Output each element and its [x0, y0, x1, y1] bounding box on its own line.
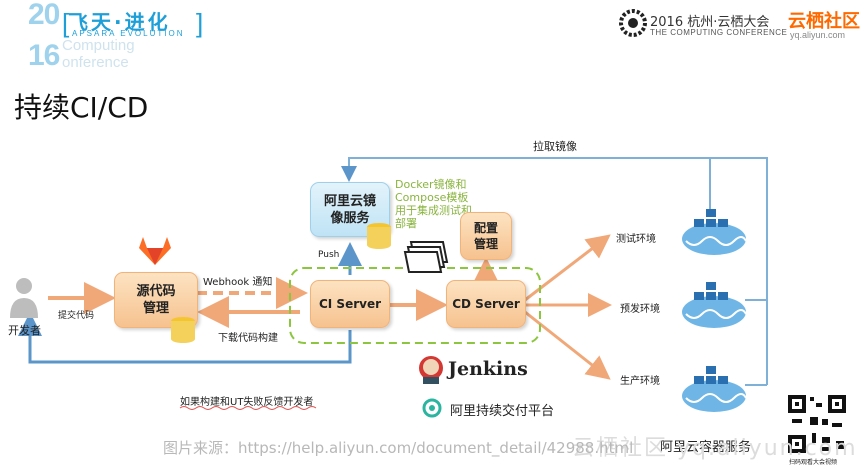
year-bottom: 16 [28, 39, 60, 72]
conference-title: 2016 杭州·云栖大会 [650, 15, 770, 30]
pull-image-label: 拉取镜像 [533, 140, 577, 153]
image-source-watermark: 图片来源：https://help.aliyun.com/document_de… [163, 439, 634, 457]
qr-code-icon [786, 393, 848, 455]
conference-word: onference [62, 54, 129, 71]
jenkins-label: Jenkins [448, 358, 528, 380]
cd-server-node: CD Server [446, 280, 526, 328]
yunqi-url: yq.aliyun.com [790, 30, 846, 40]
conference-logo-icon [619, 9, 647, 37]
feedback-label: 如果构建和UT失败反馈开发者 [180, 397, 314, 408]
push-label: Push [318, 250, 340, 260]
database-icon [171, 317, 195, 343]
ci-server-node: CI Server [310, 280, 390, 328]
prod-env-label: 生产环境 [620, 376, 660, 387]
conference-computing: Computing [62, 37, 135, 54]
docker-test-icon [682, 209, 747, 255]
document-stack-icon [403, 241, 449, 273]
registry-note: Docker镜像和Compose模板用于集成测试和部署 [395, 178, 472, 230]
jenkins-icon [419, 356, 443, 384]
config-node: 配置 管理 [460, 212, 512, 260]
staging-env-label: 预发环境 [620, 304, 660, 315]
year-top: 20 [28, 0, 60, 31]
yunqi-brand: 云栖社区 [788, 11, 860, 32]
container-service-label: 阿里云容器服务 [660, 440, 752, 455]
webhook-label: Webhook 通知 [203, 277, 273, 288]
registry-db-icon [367, 223, 391, 249]
watermark-brand: 云栖社区 yq.aliyun.com [572, 436, 858, 461]
bracket-left-icon: [ [62, 8, 70, 38]
download-label: 下载代码构建 [218, 333, 278, 344]
developer-icon [10, 278, 38, 318]
arrow-pull-image [341, 157, 768, 230]
apsara-logo-cn: 飞天·进化 [68, 10, 171, 34]
submit-code-label: 提交代码 [58, 311, 95, 321]
test-env-label: 测试环境 [616, 234, 656, 245]
developer-label: 开发者 [8, 324, 41, 337]
page-title: 持续CI/CD [14, 91, 149, 124]
qr-caption: 扫码观看大会视频 [789, 459, 838, 466]
docker-prod-icon [682, 366, 747, 412]
conference-subtitle: THE COMPUTING CONFERENCE [650, 28, 788, 37]
apsara-logo-en: APSARA EVOLUTION [72, 29, 185, 38]
docker-staging-icon [682, 282, 747, 328]
arrow-prod [524, 310, 611, 380]
gitlab-icon [139, 237, 171, 265]
arrow-feedback [18, 312, 352, 364]
bracket-right-icon: ] [196, 8, 204, 38]
platform-label: 阿里持续交付平台 [450, 404, 555, 419]
arrow-test [524, 234, 611, 302]
platform-icon [422, 398, 442, 418]
